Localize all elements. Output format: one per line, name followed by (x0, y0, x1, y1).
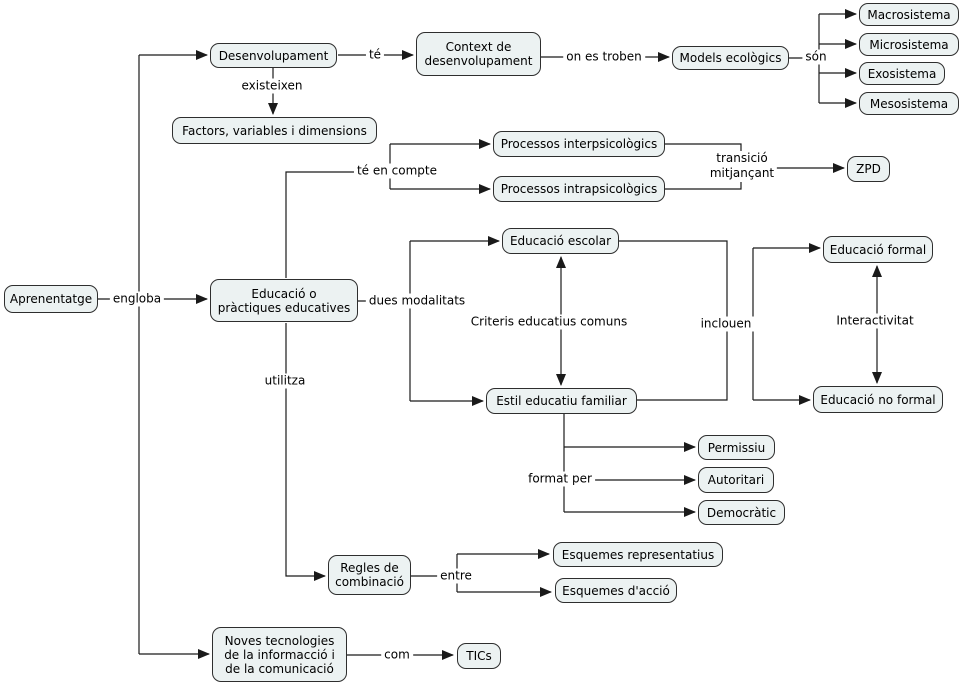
edge-label-on-es-troben[interactable]: on es troben (563, 49, 645, 65)
node-esquemes-daccio[interactable]: Esquemes d'acció (555, 578, 677, 603)
node-permissiu[interactable]: Permissiu (698, 435, 775, 460)
node-democratic[interactable]: Democràtic (698, 500, 785, 525)
connector-line (285, 323, 326, 581)
connector-line (665, 182, 742, 190)
node-educacio-o-practiques-educatives[interactable]: Educació o pràctiques educatives (210, 279, 358, 322)
node-macrosistema[interactable]: Macrosistema (859, 3, 959, 26)
node-processos-intrapsicologics[interactable]: Processos intrapsicològics (493, 176, 665, 202)
connector-line (665, 143, 742, 152)
edge-label-transicio-mitjancant[interactable]: transició mitjançant (706, 151, 778, 181)
node-regles-de-combinacio[interactable]: Regles de combinació (328, 555, 411, 595)
node-estil-educatiu-familiar[interactable]: Estil educatiu familiar (486, 388, 637, 414)
node-mesosistema[interactable]: Mesosistema (859, 92, 959, 115)
edge-label-criteris-educatius-comuns[interactable]: Criteris educatius comuns (467, 314, 631, 330)
node-context-de-desenvolupament[interactable]: Context de desenvolupament (416, 32, 541, 76)
edge-label-interactivitat[interactable]: Interactivitat (833, 313, 917, 329)
edge-label-engloba[interactable]: engloba (109, 291, 165, 307)
node-zpd[interactable]: ZPD (847, 156, 890, 182)
edge-label-utilitza[interactable]: utilitza (261, 373, 309, 389)
edge-label-te-en-compte[interactable]: té en compte (353, 163, 441, 179)
node-esquemes-representatius[interactable]: Esquemes representatius (553, 542, 723, 567)
node-exosistema[interactable]: Exosistema (859, 62, 945, 85)
edge-label-son[interactable]: són (802, 49, 830, 65)
connector-line (285, 171, 390, 278)
node-aprenentatge[interactable]: Aprenentatge (4, 285, 98, 313)
edge-label-dues-modalitats[interactable]: dues modalitats (365, 293, 469, 309)
node-factors-variables-i-dimensions[interactable]: Factors, variables i dimensions (172, 117, 377, 144)
edge-label-format-per[interactable]: format per (525, 471, 595, 487)
node-desenvolupament[interactable]: Desenvolupament (210, 43, 337, 68)
node-processos-interpsicologics[interactable]: Processos interpsicològics (493, 131, 665, 157)
node-noves-tecnologies[interactable]: Noves tecnologies de la informacció i de… (212, 627, 347, 682)
node-tics[interactable]: TICs (457, 643, 501, 669)
edge-label-inclouen[interactable]: inclouen (697, 316, 755, 332)
node-autoritari[interactable]: Autoritari (698, 467, 774, 493)
node-models-ecologics[interactable]: Models ecològics (672, 46, 789, 70)
edge-label-existeixen[interactable]: existeixen (238, 78, 306, 94)
node-educacio-no-formal[interactable]: Educació no formal (813, 386, 943, 413)
node-educacio-escolar[interactable]: Educació escolar (502, 228, 619, 254)
edge-label-te[interactable]: té (365, 47, 385, 63)
edge-label-com[interactable]: com (381, 647, 413, 663)
node-educacio-formal[interactable]: Educació formal (823, 236, 933, 263)
edge-label-entre[interactable]: entre (437, 568, 475, 584)
node-microsistema[interactable]: Microsistema (859, 33, 959, 56)
